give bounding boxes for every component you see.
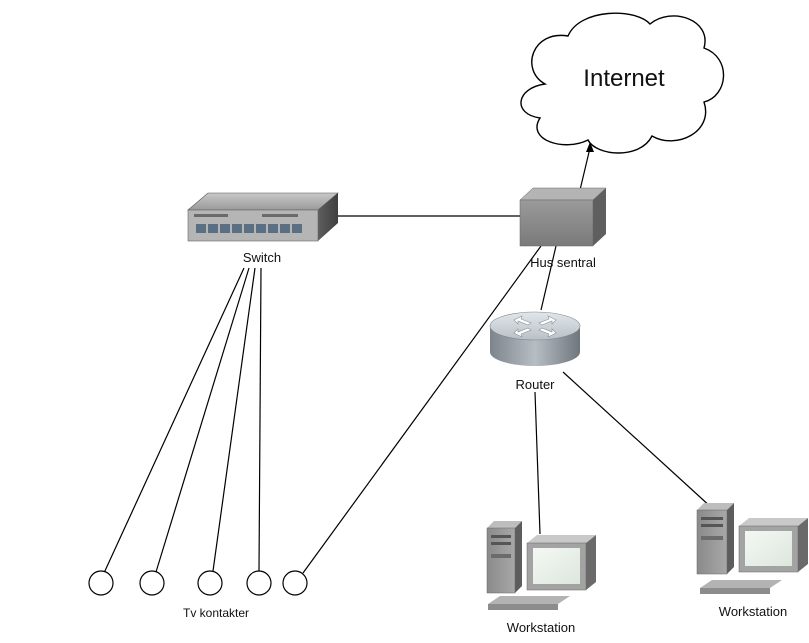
keyboard-icon bbox=[488, 596, 570, 604]
cloud-icon bbox=[520, 12, 725, 154]
tv-outlet-3 bbox=[197, 570, 223, 596]
link-switch-tv-outlet-2 bbox=[155, 267, 250, 573]
internet-cloud: Internet bbox=[520, 12, 725, 154]
connections bbox=[103, 142, 713, 574]
link-switch-tv-outlet-1 bbox=[103, 267, 245, 574]
tv-outlet-5 bbox=[282, 570, 308, 596]
keyboard-icon bbox=[700, 580, 782, 588]
workstation-2-label: Workstation bbox=[719, 604, 787, 619]
tower-icon bbox=[486, 521, 522, 594]
tv-outlets: Tv kontakter bbox=[88, 570, 308, 620]
tower-icon bbox=[696, 503, 734, 575]
arrow-up-icon bbox=[586, 142, 594, 152]
router-device: Router bbox=[489, 311, 581, 392]
tv-outlets-label: Tv kontakter bbox=[183, 606, 249, 620]
link-router-workstation-1 bbox=[534, 391, 541, 535]
internet-label: Internet bbox=[583, 65, 665, 92]
link-hus-sentral-internet bbox=[579, 147, 591, 191]
monitor-icon bbox=[526, 535, 596, 591]
link-switch-tv-outlet-3 bbox=[212, 267, 256, 572]
switch-device: Switch bbox=[187, 192, 339, 265]
switch-ports bbox=[196, 224, 302, 233]
tv-outlet-4 bbox=[246, 570, 272, 596]
link-router-workstation-2 bbox=[562, 371, 713, 509]
link-hus-sentral-router bbox=[540, 245, 557, 311]
router-arrows-icon bbox=[513, 315, 557, 338]
link-hus-sentral-tv-outlet-5 bbox=[302, 245, 542, 574]
workstation-2: Workstation bbox=[696, 503, 808, 619]
workstation-1: Workstation bbox=[486, 521, 596, 635]
tv-outlet-2 bbox=[139, 570, 165, 596]
hus-sentral-label: Hus sentral bbox=[530, 255, 596, 270]
workstation-1-label: Workstation bbox=[507, 620, 575, 635]
switch-label: Switch bbox=[243, 250, 281, 265]
hus-sentral-device: Hus sentral bbox=[519, 187, 607, 270]
link-switch-tv-outlet-4 bbox=[258, 267, 262, 572]
router-label: Router bbox=[515, 377, 555, 392]
monitor-icon bbox=[738, 518, 808, 573]
tv-outlet-1 bbox=[88, 570, 114, 596]
